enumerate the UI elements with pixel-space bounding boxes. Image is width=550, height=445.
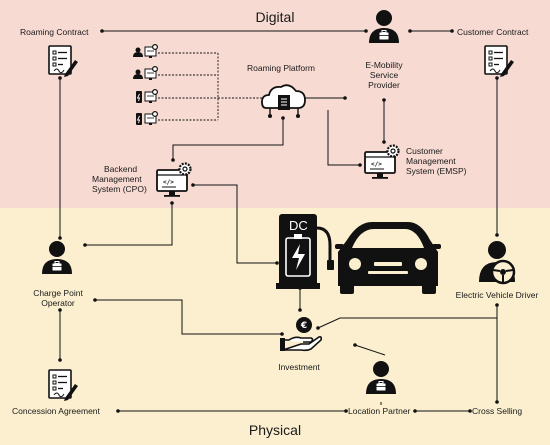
connector-lines	[59, 30, 498, 412]
charge-point-operator-label: Charge Point Operator	[33, 288, 83, 308]
svg-text:€: €	[300, 321, 307, 331]
emsp-provider-label: E-Mobility Service Provider	[365, 60, 403, 90]
customer-contract-label: Customer Contract	[457, 27, 529, 37]
investment-label: Investment	[278, 362, 320, 372]
backend-management-system-label: Backend Management System (CPO)	[92, 164, 147, 194]
dc-charger-icon	[276, 214, 334, 289]
physical-region-title: Physical	[248, 422, 302, 438]
dc-charger-label: DC	[289, 218, 308, 233]
digital-region-title: Digital	[255, 9, 295, 25]
physical-region	[0, 208, 550, 445]
roaming-contract-label: Roaming Contract	[20, 27, 89, 37]
ev-driver-label: Electric Vehicle Driver	[455, 290, 539, 300]
concession-agreement-label: Concession Agreement	[12, 406, 100, 416]
battery-device-icon	[135, 110, 158, 126]
cross-selling-label: Cross Selling	[472, 406, 523, 416]
roaming-platform-cloud-icon	[261, 84, 306, 118]
car-icon	[335, 222, 441, 294]
ev-driver-icon	[479, 241, 516, 285]
roaming-platform-label: Roaming Platform	[246, 63, 316, 73]
battery-device-icon	[135, 88, 158, 104]
location-partner-label: Location Partner	[348, 406, 411, 416]
customer-management-system-label: Customer Management System (EMSP)	[406, 146, 467, 176]
dashed-feed-lines	[158, 52, 265, 121]
investment-icon: €	[280, 317, 323, 352]
